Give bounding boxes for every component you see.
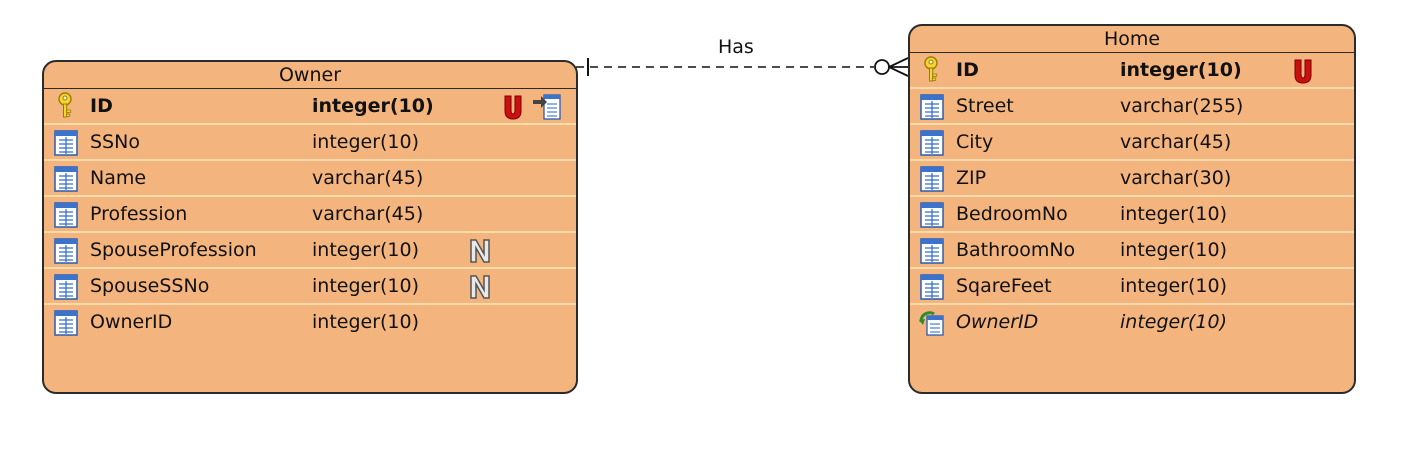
primary-key-row[interactable]: ID integer(10) [44,89,576,125]
column-icon [54,166,78,192]
column-icon [54,202,78,228]
column-icon [920,238,944,264]
column-name: Street [956,95,1014,117]
unique-icon [1292,58,1314,88]
key-icon [56,92,80,118]
column-name: OwnerID [956,311,1039,333]
column-row[interactable]: City varchar(45) [910,125,1354,161]
column-icon [920,202,944,228]
column-type: integer(10) [312,275,420,297]
column-icon [54,274,78,300]
column-type: integer(10) [1120,239,1228,261]
home-entity[interactable]: Home ID integer(10) Street varchar(255) City… [908,24,1356,394]
column-icon [920,130,944,156]
nullable-icon [468,238,492,268]
column-row[interactable]: BathroomNo integer(10) [910,233,1354,269]
column-name: ID [90,95,113,117]
foreign-key-row[interactable]: OwnerID integer(10) [910,305,1354,341]
column-icon [920,94,944,120]
column-row[interactable]: SpouseProfession integer(10) [44,233,576,269]
column-name: Profession [90,203,188,225]
column-row[interactable]: SqareFeet integer(10) [910,269,1354,305]
column-type: integer(10) [1120,275,1228,297]
unique-icon [502,94,524,124]
column-name: SpouseSSNo [90,275,210,297]
column-icon [54,130,78,156]
column-row[interactable]: ZIP varchar(30) [910,161,1354,197]
column-type: integer(10) [312,311,420,333]
nullable-icon [468,274,492,304]
column-name: OwnerID [90,311,173,333]
foreign-key-column-icon [918,308,944,336]
column-row[interactable]: OwnerID integer(10) [44,305,576,341]
zero-optional-circle [874,59,890,75]
title-divider [910,52,1354,53]
column-icon [54,310,78,336]
crowfoot-upper [888,57,909,68]
column-type: integer(10) [312,95,434,117]
column-name: SqareFeet [956,275,1052,297]
column-name: Name [90,167,147,189]
column-row[interactable]: Name varchar(45) [44,161,576,197]
foreign-key-export-icon [532,91,562,125]
column-name: ZIP [956,167,987,189]
column-type: integer(10) [1120,311,1228,333]
entity-title: Owner [278,64,342,86]
column-type: varchar(255) [1120,95,1244,117]
primary-key-row[interactable]: ID integer(10) [910,53,1354,89]
column-type: integer(10) [312,239,420,261]
column-icon [920,166,944,192]
column-type: integer(10) [312,131,420,153]
relationship-label: Has [718,36,754,58]
column-icon [920,274,944,300]
column-row[interactable]: SpouseSSNo integer(10) [44,269,576,305]
column-name: BedroomNo [956,203,1068,225]
key-icon [922,56,946,82]
column-icon [54,238,78,264]
column-row[interactable]: BedroomNo integer(10) [910,197,1354,233]
owner-columns: ID integer(10) SSNo integer(10) Name varchar(… [44,89,576,341]
title-divider [44,88,576,89]
column-name: BathroomNo [956,239,1076,261]
column-row[interactable]: SSNo integer(10) [44,125,576,161]
column-type: integer(10) [1120,59,1242,81]
column-name: SpouseProfession [90,239,257,261]
column-row[interactable]: Profession varchar(45) [44,197,576,233]
column-name: ID [956,59,979,81]
column-type: varchar(30) [1120,167,1232,189]
column-type: varchar(45) [1120,131,1232,153]
column-row[interactable]: Street varchar(255) [910,89,1354,125]
crowfoot-lower [888,66,909,77]
column-name: City [956,131,994,153]
column-type: varchar(45) [312,203,424,225]
column-name: SSNo [90,131,140,153]
home-columns: ID integer(10) Street varchar(255) City varch… [910,53,1354,341]
column-type: integer(10) [1120,203,1228,225]
entity-title: Home [1103,28,1161,50]
column-type: varchar(45) [312,167,424,189]
owner-entity[interactable]: Owner ID integer(10) SSNo integer(10) Name va… [42,60,578,394]
